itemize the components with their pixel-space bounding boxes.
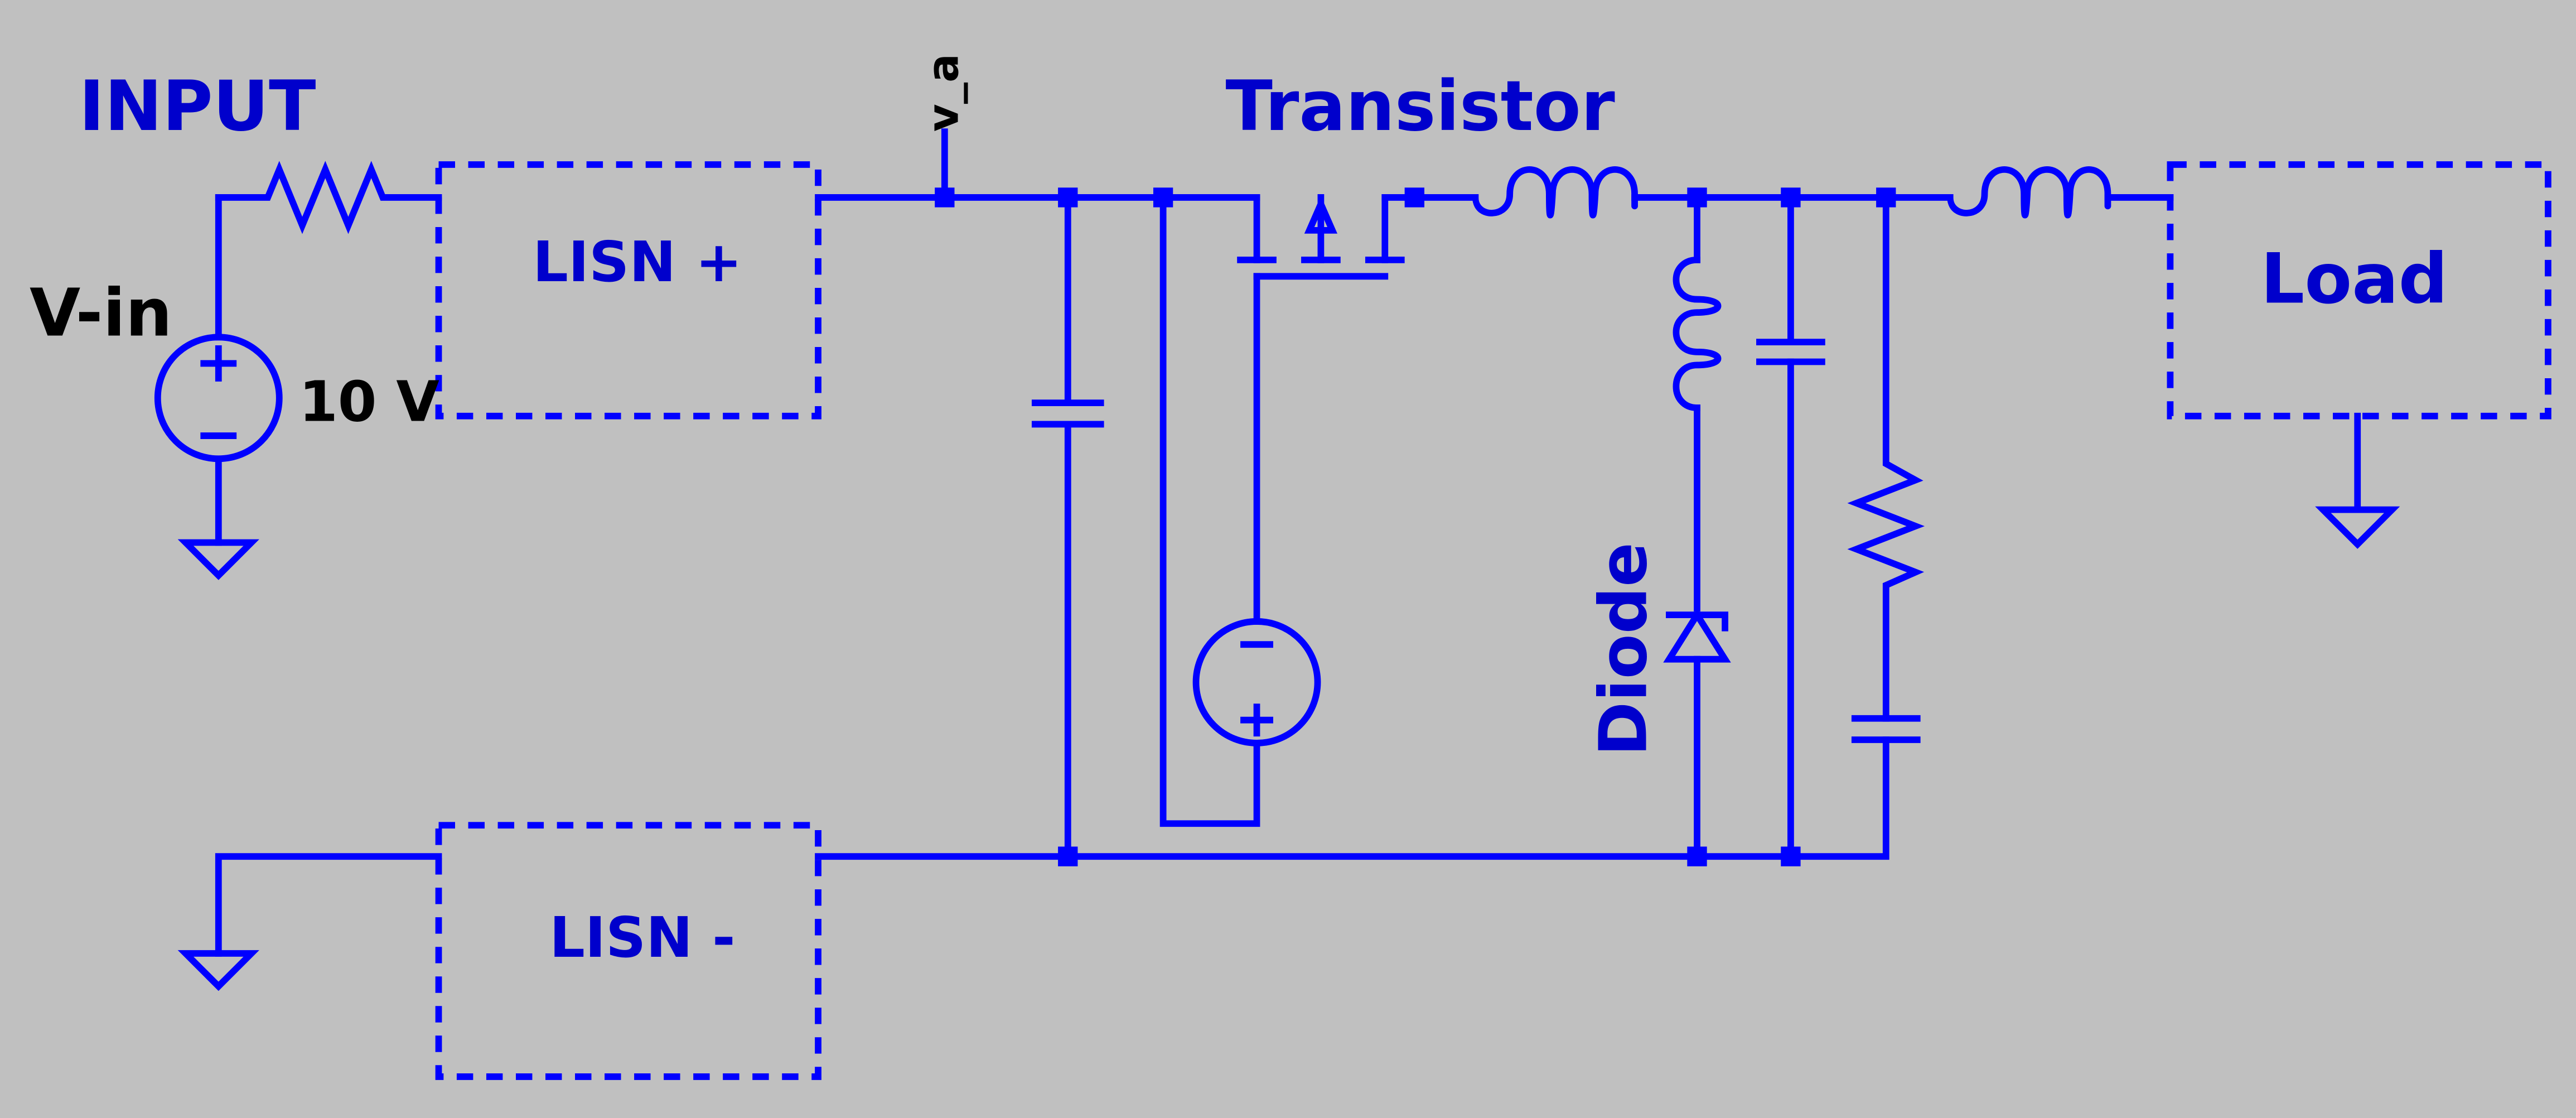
input-resistor [215,161,442,234]
lisn-plus-block [435,161,821,420]
junction-dot [1781,187,1801,208]
lisn-minus-ground-wiring [177,853,442,991]
damping-capacitor [1851,715,1921,743]
lisn-minus-label: LISN - [549,905,735,970]
junction-dot [1153,187,1173,208]
v-in-label: V-in [30,274,172,351]
junction-dot [1781,846,1801,866]
voltage-source-vin [154,334,283,462]
ground-symbol-load [2315,412,2400,549]
gate-drive-loop [1159,194,1389,827]
load-block [2167,161,2551,420]
input-label: INPUT [79,66,316,147]
shunt-capacitor [1756,194,1825,860]
mosfet-transistor [1237,194,1405,263]
node-v-a-label: v_a [919,54,968,132]
damping-resistor [1847,194,1925,722]
junction-dot [1058,187,1078,208]
gate-voltage-source [1192,618,1321,746]
junction-dot [1058,846,1078,866]
transistor-label: Transistor [1226,66,1615,147]
junction-dot [935,187,955,208]
diode-symbol [1663,609,1731,860]
junction-dot [1876,187,1896,208]
junction-dots [935,187,1896,866]
lisn-plus-label: LISN + [533,229,742,295]
series-inductor-1 [1472,166,1638,219]
v-in-value-label: 10 V [299,369,439,435]
diode-label: Diode [1586,542,1662,756]
input-capacitor [1031,194,1104,860]
junction-dot [1687,846,1707,866]
bottom-rail [815,736,1889,860]
junction-dot [1404,187,1425,208]
shunt-inductor [1673,194,1722,612]
lisn-minus-block [435,822,821,1080]
load-label: Load [2260,239,2448,319]
ground-symbol-input [177,539,259,580]
series-inductor-2 [1946,166,2111,219]
junction-dot [1687,187,1707,208]
